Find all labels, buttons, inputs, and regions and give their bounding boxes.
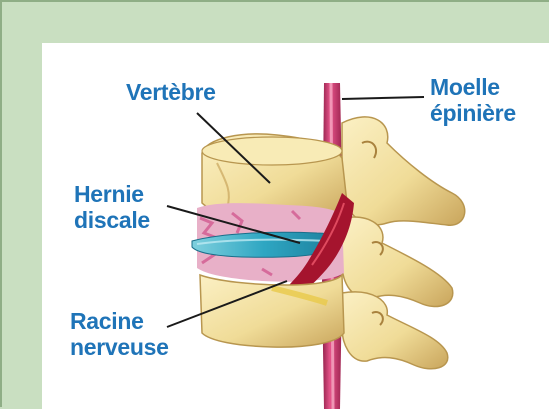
illustration-panel: Vertèbre Moelle épinière Hernie discale … [42,43,549,409]
label-moelle-epiniere: Moelle épinière [430,74,516,126]
label-vertebre-text: Vertèbre [126,79,216,105]
callout-moelle [342,97,424,99]
label-racine-nerveuse: Racine nerveuse [70,308,169,360]
label-hernie-line2: discale [74,207,150,233]
label-moelle-line1: Moelle [430,74,516,100]
posterior-processes [342,117,465,369]
label-vertebre: Vertèbre [126,79,216,105]
label-moelle-line2: épinière [430,100,516,126]
label-hernie-discale: Hernie discale [74,181,150,233]
label-racine-line1: Racine [70,308,169,334]
label-racine-line2: nerveuse [70,334,169,360]
label-hernie-line1: Hernie [74,181,150,207]
